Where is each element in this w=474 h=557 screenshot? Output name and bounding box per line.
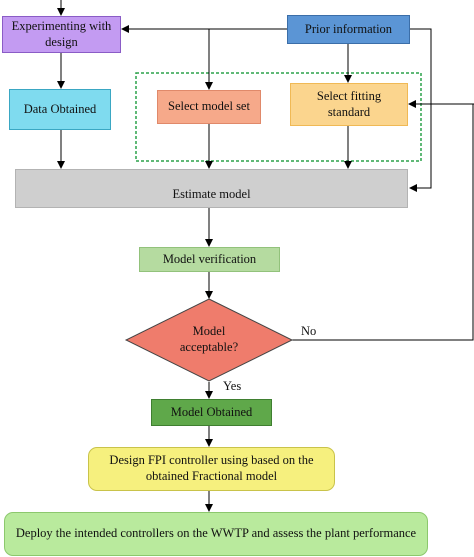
- selection-group-border: [135, 72, 422, 162]
- model-obtained-text: Model Obtained: [170, 404, 253, 419]
- arrow-no-branch: [292, 104, 474, 341]
- select-fitting-standard-text: Select fitting standard: [316, 88, 382, 119]
- model-verification-text: Model verification: [162, 251, 257, 266]
- prior-information-box: Prior information: [287, 15, 410, 44]
- select-model-set-text: Select model set: [168, 99, 250, 114]
- model-acceptable-text-wrap: Model acceptable?: [166, 322, 252, 358]
- design-fpi-controller-box: Design FPI controller using based on the…: [88, 447, 335, 491]
- data-obtained-box: Data Obtained: [9, 89, 111, 130]
- model-acceptable-diamond: [124, 298, 294, 382]
- yes-edge-label: Yes: [223, 379, 242, 393]
- experimenting-with-design-box: Experimenting with design: [2, 16, 121, 53]
- select-model-set-box: Select model set: [157, 90, 261, 124]
- model-verification-box: Model verification: [139, 247, 280, 272]
- deploy-controllers-text: Deploy the intended controllers on the W…: [15, 526, 417, 541]
- no-edge-label: No: [301, 324, 317, 338]
- data-obtained-text: Data Obtained: [23, 101, 97, 116]
- select-fitting-standard-box: Select fitting standard: [290, 83, 408, 126]
- experimenting-with-design-text: Experimenting with design: [11, 18, 112, 49]
- estimate-model-box: Estimate model: [15, 169, 408, 208]
- prior-information-text: Prior information: [304, 21, 393, 36]
- model-obtained-box: Model Obtained: [151, 399, 272, 426]
- deploy-controllers-box: Deploy the intended controllers on the W…: [4, 512, 428, 556]
- arrow-prior-to-estimate: [409, 28, 432, 192]
- design-fpi-controller-text: Design FPI controller using based on the…: [109, 453, 314, 483]
- estimate-model-text: Estimate model: [172, 186, 251, 201]
- model-acceptable-text: Model acceptable?: [179, 324, 239, 354]
